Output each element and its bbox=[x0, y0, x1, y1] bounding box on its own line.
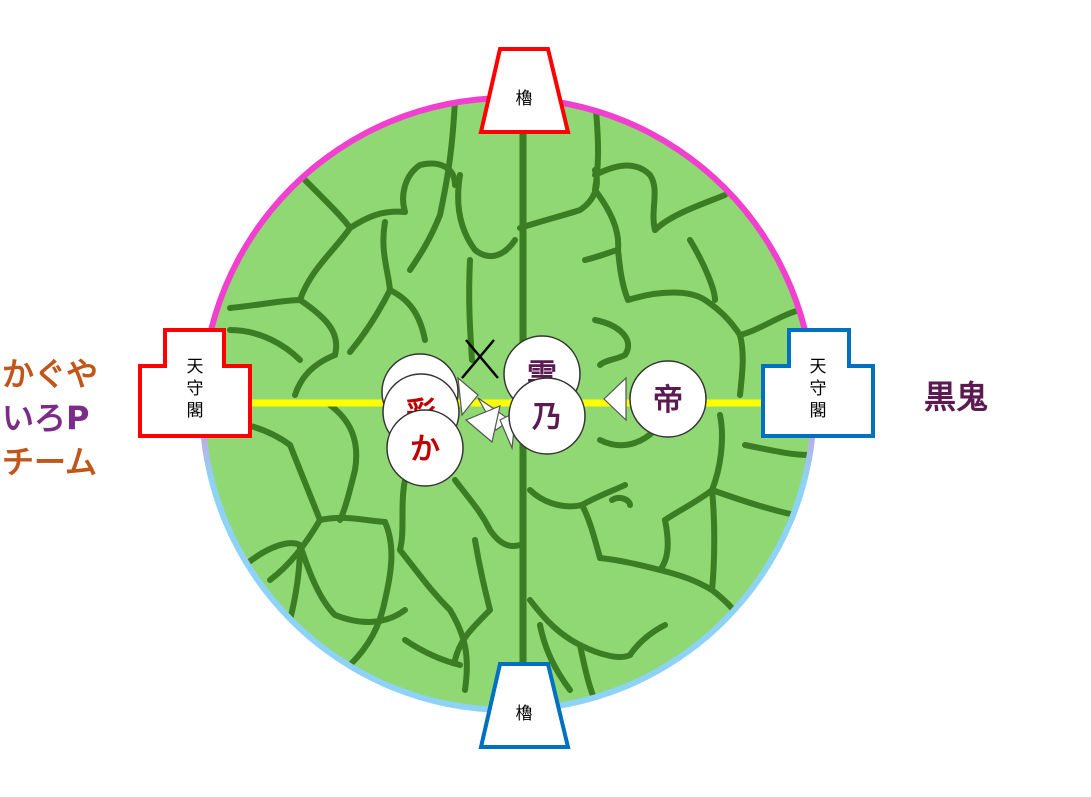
right-keep-char-3: 閣 bbox=[810, 401, 827, 421]
right-team-label: 黒鬼 bbox=[924, 378, 989, 416]
crossed-swords-icon bbox=[461, 339, 499, 379]
piece-token bbox=[508, 377, 586, 455]
right-keep: 天 守 閣 bbox=[761, 328, 875, 438]
arrow-icon bbox=[603, 376, 627, 422]
left-keep-char-1: 天 bbox=[187, 357, 204, 377]
left-team-line-1: かぐや bbox=[2, 355, 99, 393]
top-tower: 櫓 bbox=[478, 47, 571, 134]
left-team-name: かぐや いろP チーム bbox=[2, 352, 98, 484]
bottom-tower: 櫓 bbox=[478, 662, 571, 749]
arrow-icon bbox=[464, 405, 501, 444]
road-network bbox=[207, 101, 811, 703]
piece-no: 乃 bbox=[508, 377, 586, 455]
left-keep: 天 守 閣 bbox=[138, 328, 252, 438]
left-team-line-2: いろP bbox=[2, 399, 90, 437]
piece-label: か bbox=[410, 432, 440, 467]
right-team-name: 黒鬼 bbox=[924, 375, 988, 419]
left-team-line-3: チーム bbox=[2, 443, 98, 481]
pieces: 彩か雲乃帝 bbox=[381, 335, 707, 487]
piece-mikado: 帝 bbox=[629, 360, 707, 438]
piece-token bbox=[386, 409, 464, 487]
top-tower-label: 櫓 bbox=[516, 89, 533, 109]
piece-ka: か bbox=[386, 409, 464, 487]
direction-arrows bbox=[457, 376, 627, 451]
right-keep-char-1: 天 bbox=[810, 357, 827, 377]
piece-label: 乃 bbox=[532, 400, 562, 435]
piece-label: 帝 bbox=[653, 383, 683, 418]
right-keep-char-2: 守 bbox=[810, 379, 827, 399]
piece-token bbox=[629, 360, 707, 438]
left-keep-char-3: 閣 bbox=[187, 401, 204, 421]
arrow-icon bbox=[457, 376, 479, 417]
bottom-tower-label: 櫓 bbox=[516, 704, 533, 724]
left-keep-char-2: 守 bbox=[187, 379, 204, 399]
